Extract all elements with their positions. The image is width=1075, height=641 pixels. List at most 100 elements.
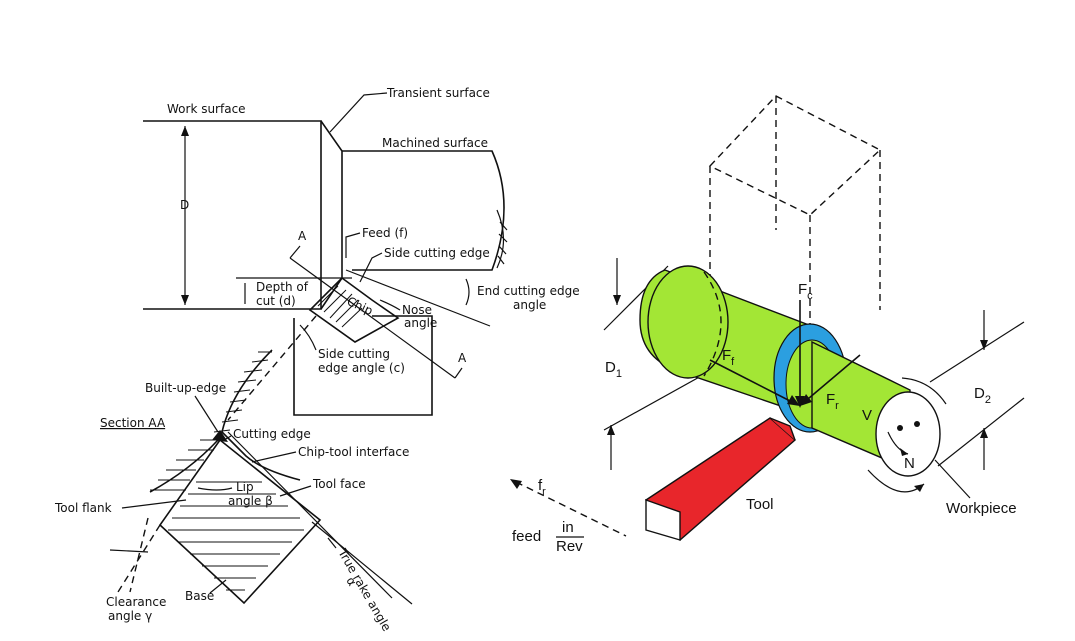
tool-section-hatch (168, 481, 304, 591)
built-up-edge-label: Built-up-edge (145, 381, 226, 395)
feed-unit-numerator: in (562, 519, 574, 536)
velocity-label: V (862, 407, 872, 424)
side-cutting-projection (227, 315, 317, 421)
transient-surface-label: Transient surface (386, 86, 490, 100)
tool-tip-face (769, 417, 796, 441)
side-cutting-edge-leader (359, 252, 383, 283)
chip-label: Chip (345, 294, 375, 318)
nose-angle-line1: Nose (402, 303, 432, 317)
clearance-face (129, 517, 149, 593)
feed-leader (345, 232, 361, 258)
fc-arrowhead (795, 396, 805, 408)
feed-unit-denominator: Rev (556, 538, 583, 555)
diameter-label: D (180, 198, 189, 212)
right-force-diagram: D1 N V D2 Fc Ff (510, 95, 1025, 555)
rotation-arrow-inner (900, 448, 908, 456)
feed-direction-arrowhead (510, 479, 522, 489)
tool-end-face (645, 499, 681, 541)
d1-label: D1 (605, 359, 622, 380)
tool-flank-leader (121, 499, 187, 509)
cutting-edge-leader (223, 435, 232, 441)
chip-section-outline (221, 349, 301, 481)
transient-surface-leader (329, 92, 388, 133)
workpiece-label: Workpiece (946, 500, 1017, 517)
tool-section-outline (158, 438, 322, 605)
workpiece-large-end (647, 265, 729, 379)
tool-flank-label: Tool flank (54, 501, 112, 515)
machined-surface-outline (342, 150, 505, 271)
fc-label: Fc (798, 281, 813, 302)
lip-angle-arc (197, 487, 233, 491)
end-cutting-edge-line1: End cutting edge (477, 284, 580, 298)
d2-arrowhead-bottom (980, 428, 988, 438)
fr-label: Fr (826, 391, 839, 412)
rake-face-line (311, 521, 413, 605)
feed-text: feed (512, 528, 541, 545)
tool-face-label: Tool face (312, 477, 366, 491)
rotation-arrow-outer (914, 484, 924, 492)
workpiece-leader (934, 459, 971, 499)
side-cutting-angle-line1: Side cutting (318, 347, 390, 361)
work-surface-label: Work surface (167, 102, 246, 116)
section-a-bottom-label: A (458, 351, 467, 365)
base-label: Base (185, 589, 214, 603)
tool-plan-outline (293, 315, 433, 416)
d2-ext-bottom (937, 397, 1025, 467)
chip-tool-interface-leader (251, 451, 297, 463)
d1-arrowhead-bottom (607, 425, 615, 435)
end-cutting-edge-arc (465, 278, 470, 306)
nose-angle-arc (379, 299, 401, 311)
rake-reference-line (227, 431, 393, 599)
feed-fr-label: fr (538, 477, 546, 498)
ff-label: Ff (722, 347, 735, 368)
end-cutting-edge-line (345, 269, 491, 327)
spindle-dot-1 (897, 425, 903, 431)
rotation-arc-top (901, 377, 947, 405)
depth-of-cut-line1: Depth of (256, 280, 309, 294)
ff-arrowhead (787, 395, 800, 406)
lip-angle-line1: Lip (236, 480, 254, 494)
workpiece-hatch (150, 351, 272, 491)
tool-face-leader (279, 485, 312, 497)
side-cutting-edge-label: Side cutting edge (384, 246, 490, 260)
fr-arrow (801, 354, 861, 405)
d2-label: D2 (974, 385, 991, 406)
transient-surface-outline (320, 120, 343, 310)
left-turning-diagram: D Work surface Transient surface Machine… (54, 86, 580, 634)
chip-tool-interface-label: Chip-tool interface (298, 445, 409, 459)
workpiece-section-edge (149, 439, 219, 493)
force-cube-outline (708, 95, 882, 330)
ff-arrow (709, 359, 797, 405)
spindle-dot-2 (914, 421, 920, 427)
clearance-angle-line1: Clearance (106, 595, 166, 609)
machined-surface-label: Machined surface (382, 136, 488, 150)
feed-direction-line (515, 481, 627, 537)
depth-of-cut-line2: cut (d) (256, 294, 296, 308)
clearance-arrow (109, 549, 149, 553)
chip-hatch (317, 285, 363, 328)
work-stock-outline (143, 120, 322, 310)
rake-angle-arrow (327, 537, 337, 549)
side-cutting-angle-line2: edge angle (c) (318, 361, 405, 375)
lip-angle-line2: angle β (228, 494, 273, 508)
d1-arrowhead-top (613, 295, 621, 305)
machined-end-hatch (496, 209, 508, 269)
section-a-top-label: A (298, 229, 307, 243)
end-cutting-edge-line2: angle (513, 298, 546, 312)
built-up-edge-mark (212, 430, 228, 442)
nose-angle-line2: angle (404, 316, 437, 330)
tool-label: Tool (746, 496, 774, 513)
true-rake-angle-line1: True rake angle (335, 546, 394, 634)
tool-tip-outline (308, 276, 400, 343)
section-a-bottom-arrow (454, 367, 463, 379)
workpiece-small-end (875, 391, 941, 477)
side-cutting-angle-arc (299, 324, 317, 351)
clearance-angle-line2: angle γ (108, 609, 152, 623)
d2-arrowhead-top (980, 340, 988, 350)
d2-ext-top (929, 321, 1025, 383)
section-aa-label: Section AA (100, 416, 166, 430)
base-leader (209, 579, 227, 594)
fr-arrowhead (800, 394, 812, 406)
section-aa: Section AA Built-up-edge Cutting edge Ch… (54, 349, 413, 634)
